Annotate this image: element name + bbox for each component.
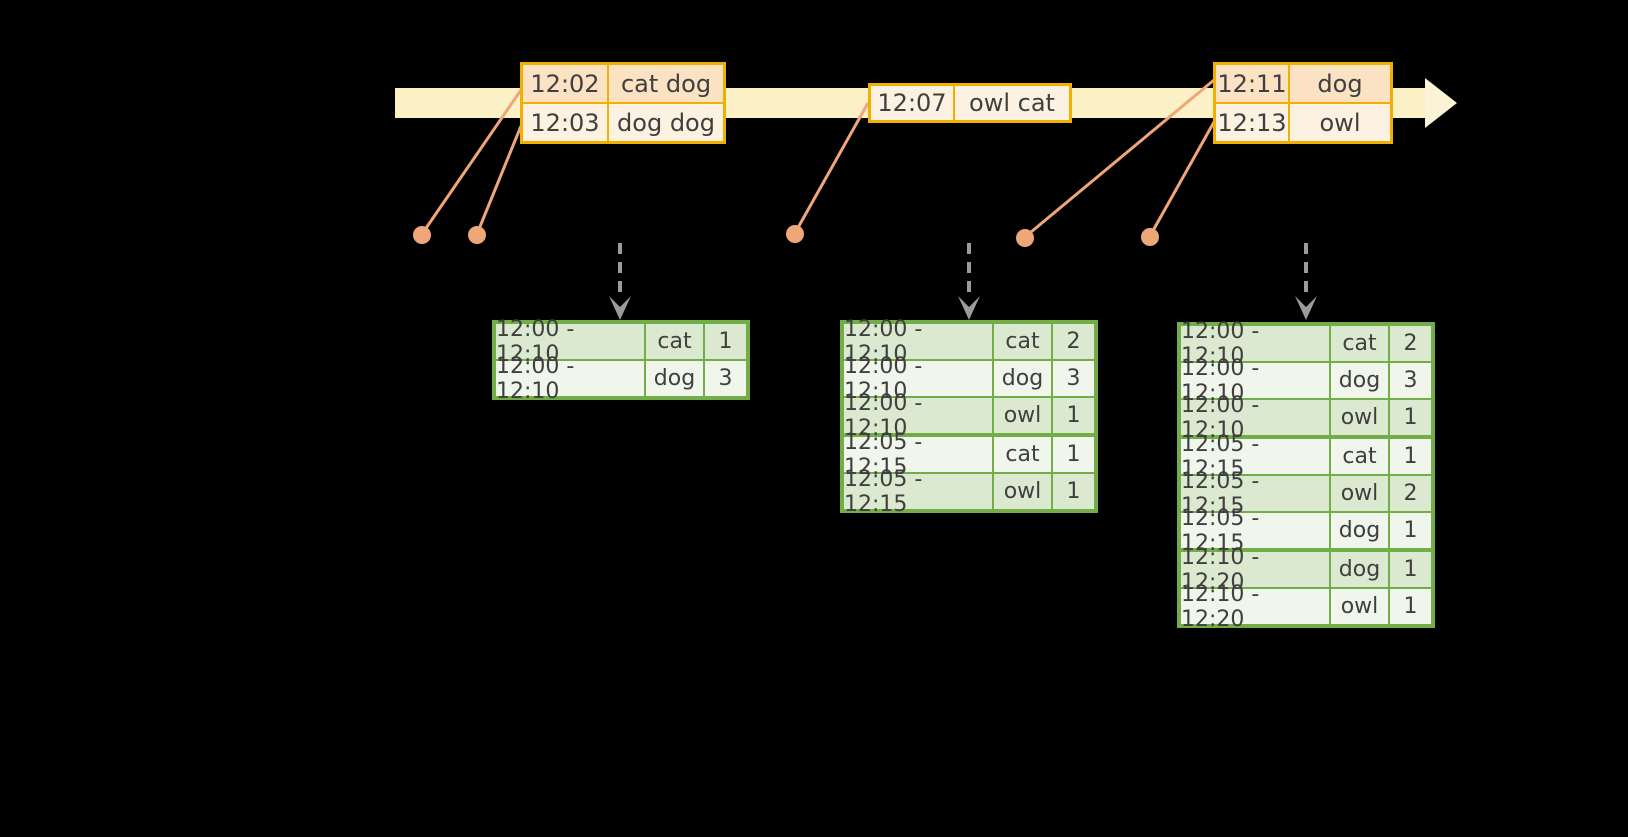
count-cell: 2 — [1053, 324, 1094, 359]
result-row: 12:05 - 12:15 cat 1 — [844, 430, 1094, 480]
word-cell: cat — [1331, 439, 1388, 474]
count-cell: 1 — [705, 324, 746, 359]
window-cell: 12:05 - 12:15 — [1181, 432, 1329, 482]
count-cell: 1 — [1390, 513, 1431, 548]
result-row: 12:05 - 12:15 dog 1 — [1181, 506, 1431, 556]
window-cell: 12:05 - 12:15 — [844, 467, 992, 517]
event-row: 12:13 owl — [1216, 104, 1390, 141]
count-cell: 1 — [1390, 552, 1431, 587]
count-cell: 1 — [1053, 474, 1094, 509]
count-cell: 1 — [1390, 439, 1431, 474]
result-row: 12:00 - 12:10 owl 1 — [844, 391, 1094, 441]
word-cell: owl — [994, 474, 1051, 509]
result-table-3: 12:00 - 12:10 cat 2 12:00 - 12:10 dog 3 … — [1177, 319, 1435, 632]
count-cell: 1 — [1390, 589, 1431, 624]
event-row: 12:03 dog dog — [523, 104, 723, 141]
event-time: 12:11 — [1216, 65, 1288, 102]
event-row: 12:02 cat dog — [523, 65, 723, 102]
word-cell: cat — [1331, 326, 1388, 361]
event-row: 12:11 dog — [1216, 65, 1390, 102]
result-row: 12:10 - 12:20 owl 1 — [1181, 582, 1431, 632]
event-dot — [786, 225, 804, 243]
event-connector-line — [1148, 121, 1216, 237]
window-cell: 12:00 - 12:10 — [844, 354, 992, 404]
window-cell: 12:05 - 12:15 — [844, 430, 992, 480]
event-row: 12:07 owl cat — [871, 86, 1069, 120]
event-dot — [468, 226, 486, 244]
result-table-2: 12:00 - 12:10 cat 2 12:00 - 12:10 dog 3 … — [840, 317, 1098, 517]
result-row: 12:05 - 12:15 owl 1 — [844, 467, 1094, 517]
count-cell: 1 — [1390, 400, 1431, 435]
word-cell: dog — [1331, 513, 1388, 548]
event-dot — [1141, 228, 1159, 246]
event-words: owl — [1290, 104, 1390, 141]
result-row: 12:00 - 12:10 cat 2 — [844, 317, 1094, 367]
window-cell: 12:00 - 12:10 — [844, 317, 992, 367]
result-table-1: 12:00 - 12:10 cat 1 12:00 - 12:10 dog 3 — [492, 317, 750, 404]
window-cell: 12:00 - 12:10 — [844, 391, 992, 441]
word-cell: owl — [1331, 476, 1388, 511]
result-row: 12:00 - 12:10 dog 3 — [844, 354, 1094, 404]
trigger-arrowhead-icon — [609, 296, 631, 320]
event-words: dog dog — [609, 104, 723, 141]
word-cell: cat — [994, 324, 1051, 359]
window-cell: 12:00 - 12:10 — [496, 354, 644, 404]
event-time: 12:07 — [871, 86, 953, 120]
timeline-arrowhead-icon — [1425, 78, 1457, 128]
event-dot — [413, 226, 431, 244]
trigger-arrowhead-icon — [958, 296, 980, 320]
event-time: 12:02 — [523, 65, 607, 102]
word-cell: dog — [646, 361, 703, 396]
event-table-2: 12:07 owl cat — [868, 83, 1072, 123]
event-connector-line — [1024, 78, 1215, 239]
word-cell: cat — [646, 324, 703, 359]
window-cell: 12:05 - 12:15 — [1181, 469, 1329, 519]
event-connector-line — [793, 102, 870, 234]
event-time: 12:13 — [1216, 104, 1288, 141]
event-dot — [1016, 229, 1034, 247]
result-row: 12:05 - 12:15 owl 2 — [1181, 469, 1431, 519]
count-cell: 3 — [1053, 361, 1094, 396]
event-table-3: 12:11 dog 12:13 owl — [1213, 62, 1393, 144]
window-cell: 12:05 - 12:15 — [1181, 506, 1329, 556]
result-row: 12:00 - 12:10 owl 1 — [1181, 393, 1431, 443]
count-cell: 1 — [1053, 398, 1094, 433]
result-row: 12:00 - 12:10 cat 2 — [1181, 319, 1431, 369]
trigger-arrowhead-icon — [1295, 296, 1317, 320]
count-cell: 1 — [1053, 437, 1094, 472]
result-row: 12:05 - 12:15 cat 1 — [1181, 432, 1431, 482]
result-row: 12:00 - 12:10 dog 3 — [1181, 356, 1431, 406]
result-row: 12:00 - 12:10 dog 3 — [496, 354, 746, 404]
window-cell: 12:00 - 12:10 — [1181, 393, 1329, 443]
word-cell: cat — [994, 437, 1051, 472]
count-cell: 2 — [1390, 476, 1431, 511]
word-cell: dog — [1331, 552, 1388, 587]
window-cell: 12:10 - 12:20 — [1181, 582, 1329, 632]
event-words: cat dog — [609, 65, 723, 102]
event-words: dog — [1290, 65, 1390, 102]
word-cell: owl — [994, 398, 1051, 433]
word-cell: dog — [1331, 363, 1388, 398]
event-table-1: 12:02 cat dog 12:03 dog dog — [520, 62, 726, 144]
event-connector-line — [475, 125, 523, 235]
event-time: 12:03 — [523, 104, 607, 141]
count-cell: 2 — [1390, 326, 1431, 361]
count-cell: 3 — [705, 361, 746, 396]
word-cell: dog — [994, 361, 1051, 396]
window-cell: 12:00 - 12:10 — [1181, 356, 1329, 406]
word-cell: owl — [1331, 400, 1388, 435]
event-words: owl cat — [955, 86, 1069, 120]
event-connector-line — [420, 89, 523, 235]
word-cell: owl — [1331, 589, 1388, 624]
count-cell: 3 — [1390, 363, 1431, 398]
